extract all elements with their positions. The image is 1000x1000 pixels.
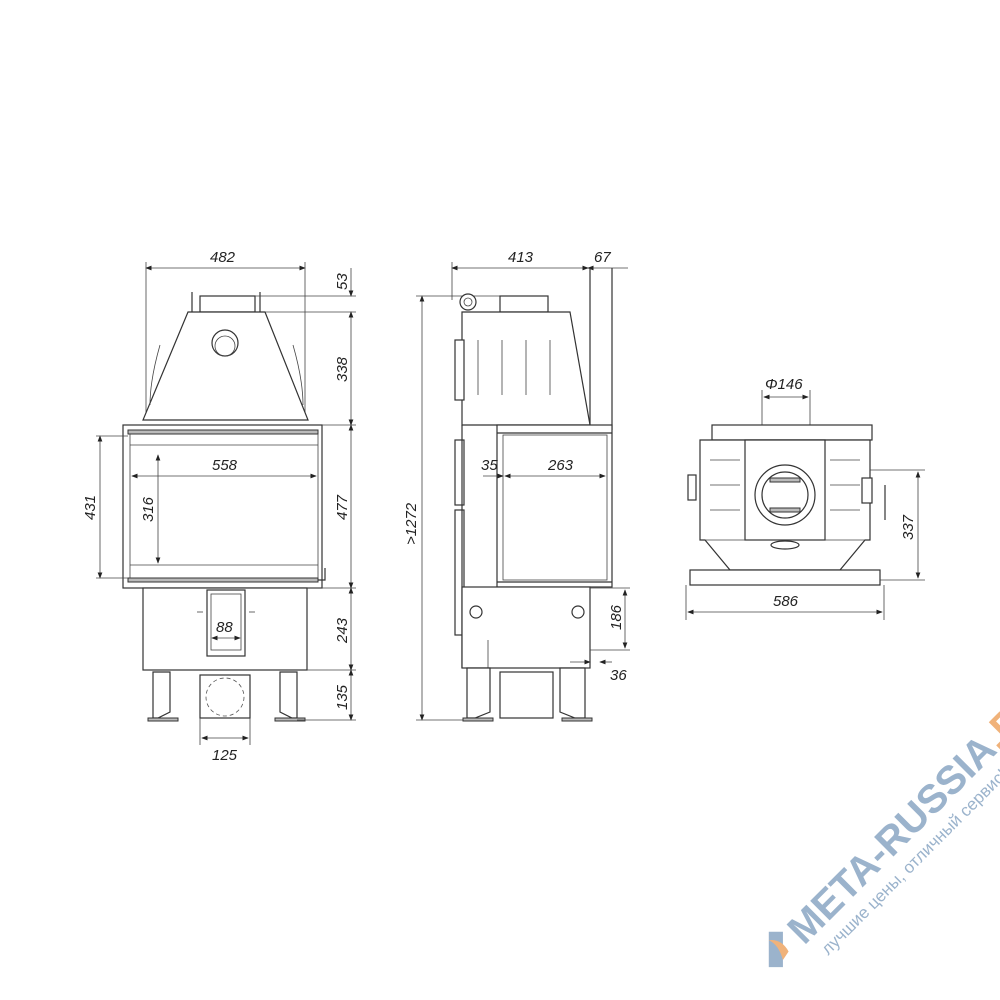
watermark-logo: META-RUSSIA.RU лучшие цены, отличный сер… bbox=[768, 678, 1000, 968]
dim-collar-height: 53 bbox=[334, 273, 351, 290]
side-door bbox=[496, 424, 613, 588]
hood bbox=[142, 311, 309, 421]
dim-hood-height: 338 bbox=[334, 356, 351, 382]
side-view: 413 67 >1272 35 263 186 36 bbox=[403, 249, 630, 722]
dim-door-height-left: 431 bbox=[82, 495, 99, 520]
dim-top-depth: 337 bbox=[900, 514, 917, 540]
dim-door-height-right: 477 bbox=[334, 494, 351, 520]
side-collar bbox=[499, 295, 549, 313]
dim-width-top: 482 bbox=[210, 249, 236, 266]
top-base-plate bbox=[689, 569, 881, 586]
side-duct bbox=[499, 671, 554, 719]
air-duct bbox=[199, 674, 251, 719]
ash-door bbox=[206, 589, 246, 657]
leg-right bbox=[279, 671, 298, 719]
top-view: Φ146 586 337 bbox=[685, 376, 925, 620]
dim-base-height: 243 bbox=[334, 617, 351, 644]
flue-collar bbox=[199, 295, 256, 313]
dim-side-offset: 35 bbox=[481, 457, 498, 474]
dim-lower-height: 186 bbox=[608, 604, 625, 630]
dim-ash-width: 88 bbox=[216, 619, 233, 636]
side-lower-box bbox=[461, 586, 591, 669]
dim-side-glass: 263 bbox=[547, 457, 574, 474]
dim-door-width: 558 bbox=[212, 457, 238, 474]
dim-glass-height: 316 bbox=[140, 496, 157, 522]
watermark-flame-icon bbox=[768, 940, 789, 960]
dim-top-width: 586 bbox=[773, 593, 799, 610]
front-view: 482 558 316 431 88 125 bbox=[82, 249, 356, 764]
dim-flue-offset: 67 bbox=[594, 249, 611, 266]
leg-left bbox=[152, 671, 171, 719]
dim-duct-width: 125 bbox=[212, 747, 238, 764]
dim-leg-height: 135 bbox=[334, 684, 351, 710]
dim-depth: 413 bbox=[508, 249, 534, 266]
air-inlet bbox=[211, 329, 239, 357]
dim-lower-offset: 36 bbox=[610, 667, 627, 684]
dim-flue-diameter: Φ146 bbox=[765, 376, 803, 393]
dim-total-height: >1272 bbox=[403, 502, 420, 545]
